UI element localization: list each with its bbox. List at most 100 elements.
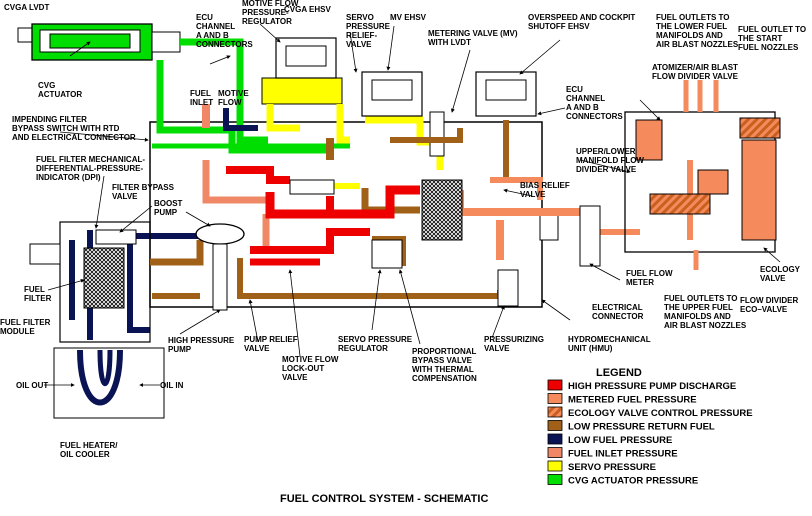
label-line: CHANNEL xyxy=(196,22,235,31)
label-line: BYPASS VALVE xyxy=(412,356,473,365)
label-line: FLOW DIVIDER VALVE xyxy=(652,72,739,81)
label-line: SERVO xyxy=(346,13,374,22)
label-line: LOCK-OUT xyxy=(282,364,324,373)
label-cvga-ehsv: CVGA EHSV xyxy=(284,5,331,14)
legend-swatch-low-fuel xyxy=(547,433,563,445)
legend-label-servo: SERVO PRESSURE xyxy=(568,462,656,473)
label-line: METER xyxy=(626,278,654,287)
label-line: VALVE xyxy=(520,190,546,199)
label-line: COMPENSATION xyxy=(412,374,477,383)
label-line: ELECTRICAL xyxy=(592,303,643,312)
valve-bodies xyxy=(195,179,601,311)
label-line: SHUTOFF EHSV xyxy=(528,22,590,31)
label-line: AIR BLAST NOZZLES xyxy=(656,40,739,49)
label-line: VALVE xyxy=(760,274,786,283)
leader-lines xyxy=(44,23,781,387)
label-line: CVG xyxy=(38,81,55,90)
legend-swatch-high-pressure xyxy=(547,379,563,391)
diagram-title: FUEL CONTROL SYSTEM - SCHEMATIC xyxy=(280,493,488,505)
label-line: VALVE xyxy=(484,344,510,353)
label-line: MANIFOLDS AND xyxy=(656,31,723,40)
label-line: CONNECTOR xyxy=(592,312,644,321)
label-line: OVERSPEED AND COCKPIT xyxy=(528,13,635,22)
legend-swatch-cvg xyxy=(547,474,563,485)
label-line: WITH THERMAL xyxy=(412,365,474,374)
label-line: AND ELECTRICAL CONNECTOR xyxy=(12,133,136,142)
label-line: FUEL OUTLETS TO xyxy=(664,294,737,303)
label-line: OIL IN xyxy=(160,381,184,390)
label-line: FILTER xyxy=(24,294,52,303)
label-line: CVGA LVDT xyxy=(4,3,49,12)
label-line: A AND B xyxy=(196,31,229,40)
legend-label-fuel-inlet: FUEL INLET PRESSURE xyxy=(568,449,678,460)
label-mv-ehsv: MV EHSV xyxy=(390,13,427,22)
label-line: VALVE xyxy=(112,192,138,201)
label-line: MANIFOLD FLOW xyxy=(576,156,644,165)
label-line: MANIFOLDS AND xyxy=(664,312,731,321)
label-line: FUEL xyxy=(190,89,211,98)
legend-label-low-fuel: LOW FUEL PRESSURE xyxy=(568,435,672,446)
label-line: ECO–VALVE xyxy=(740,305,788,314)
label-line: MOTIVE xyxy=(218,89,249,98)
label-line: ECU xyxy=(196,13,213,22)
label-line: RELIEF- xyxy=(346,31,377,40)
label-line: OIL OUT xyxy=(16,381,48,390)
label-line: REGULATOR xyxy=(242,17,292,26)
label-line: DIVIDER VALVE xyxy=(576,165,637,174)
label-line: MV EHSV xyxy=(390,13,427,22)
label-line: CONNECTORS xyxy=(566,112,623,121)
label-line: ACTUATOR xyxy=(38,90,82,99)
label-line: FUEL HEATER/ xyxy=(60,441,118,450)
label-line: THE START xyxy=(738,34,782,43)
legend-swatch-fuel-inlet xyxy=(547,447,563,458)
label-oil-out: OIL OUT xyxy=(16,381,48,390)
label-line: DIFFERENTIAL-PRESSURE- xyxy=(36,164,143,173)
label-line: THE UPPER FUEL xyxy=(664,303,733,312)
legend-swatch-low-return xyxy=(547,420,563,431)
label-line: FLOW DIVIDER xyxy=(740,296,798,305)
legend-label-high-pressure: HIGH PRESSURE PUMP DISCHARGE xyxy=(568,381,736,392)
label-dpi: FUEL FILTER MECHANICAL-DIFFERENTIAL-PRES… xyxy=(36,155,145,182)
label-line: INDICATOR (DPI) xyxy=(36,173,101,182)
label-line: PUMP xyxy=(168,345,192,354)
legend-swatch-servo xyxy=(547,460,563,472)
label-line: PRESSURIZING xyxy=(484,335,544,344)
label-line: ECOLOGY xyxy=(760,265,801,274)
label-line: FUEL OUTLET TO xyxy=(738,25,806,34)
label-line: FUEL FILTER xyxy=(0,318,51,327)
legend-swatch-metered xyxy=(547,393,563,404)
label-line: CHANNEL xyxy=(566,94,605,103)
label-line: PRESSURE xyxy=(346,22,391,31)
label-line: UNIT (HMU) xyxy=(568,344,613,353)
label-line: FUEL FILTER MECHANICAL- xyxy=(36,155,145,164)
legend-label-low-return: LOW PRESSURE RETURN FUEL xyxy=(568,422,715,433)
label-line: PRESSURE- xyxy=(242,8,289,17)
label-line: IMPENDING FILTER xyxy=(12,115,87,124)
label-oil-in: OIL IN xyxy=(160,381,184,390)
label-line: CONNECTORS xyxy=(196,40,253,49)
label-line: OIL COOLER xyxy=(60,450,110,459)
legend-swatch-ecology xyxy=(547,406,563,418)
label-fuel-heater: FUEL HEATER/OIL COOLER xyxy=(60,441,118,459)
label-line: HIGH PRESSURE xyxy=(168,336,235,345)
label-line: MOTIVE FLOW xyxy=(282,355,339,364)
legend-label-metered: METERED FUEL PRESSURE xyxy=(568,395,697,406)
